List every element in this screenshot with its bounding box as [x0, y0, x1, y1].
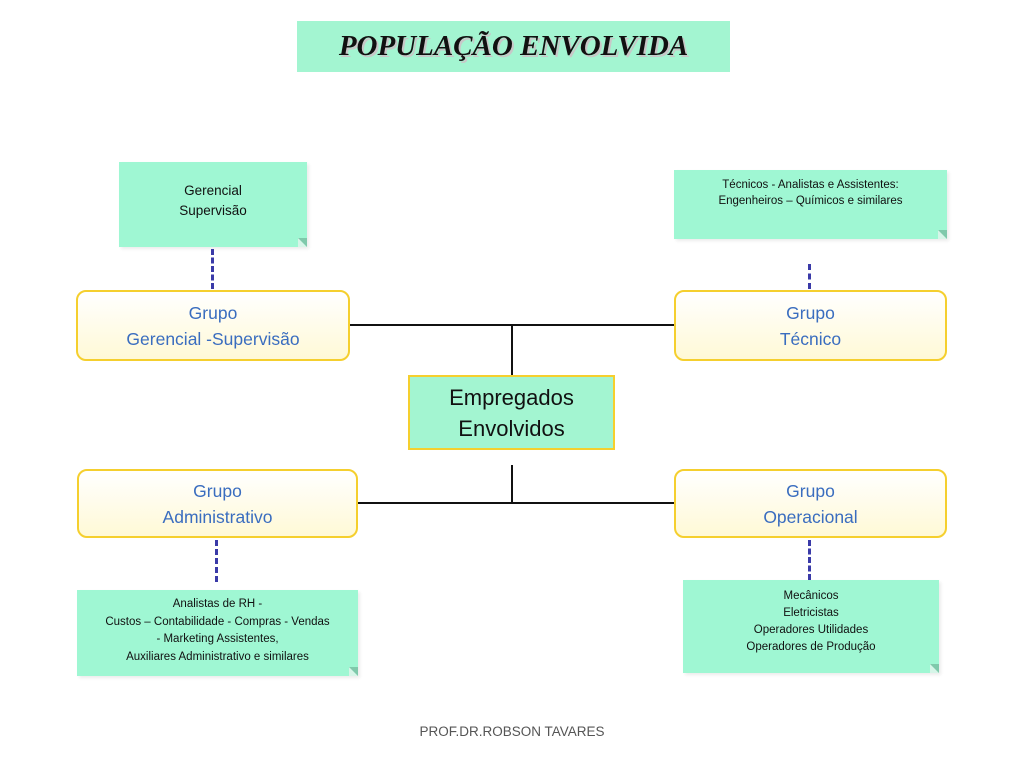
center-box-empregados: Empregados Envolvidos [408, 375, 615, 450]
connector-top-vertical [511, 325, 513, 375]
note-administrativo: Analistas de RH - Custos – Contabilidade… [77, 590, 358, 676]
group-operacional-line-2: Operacional [763, 506, 858, 527]
group-operacional-line-1: Grupo [786, 480, 835, 501]
group-tecnico-line-1: Grupo [786, 302, 835, 323]
folded-corner-icon [349, 667, 358, 676]
note-operacional-line-4: Operadores de Produção [746, 641, 876, 653]
connector-bottom-horizontal [358, 502, 674, 504]
group-administrativo-box: Grupo Administrativo [77, 469, 358, 538]
group-administrativo-line-1: Grupo [193, 480, 242, 501]
note-administrativo-line-3: - Marketing Assistentes, [156, 633, 279, 645]
dashed-connector-administrativo [215, 540, 218, 582]
note-operacional-line-1: Mecânicos [783, 590, 839, 602]
note-operacional: Mecânicos Eletricistas Operadores Utilid… [683, 580, 939, 673]
group-operacional-box: Grupo Operacional [674, 469, 947, 538]
note-administrativo-line-4: Auxiliares Administrativo e similares [126, 650, 309, 663]
center-line-1: Empregados [449, 384, 574, 410]
folded-corner-icon [930, 664, 939, 673]
page-title: POPULAÇÃO ENVOLVIDA [338, 30, 689, 62]
center-line-2: Envolvidos [458, 415, 565, 441]
dashed-connector-tecnico [808, 264, 811, 289]
note-tecnico-line-2: Engenheiros – Químicos e similares [718, 195, 903, 207]
note-tecnico: Técnicos - Analistas e Assistentes: Enge… [674, 170, 947, 239]
folded-corner-icon [938, 230, 947, 239]
folded-corner-icon [298, 238, 307, 247]
group-gerencial-box: Grupo Gerencial -Supervisão [76, 290, 350, 361]
group-gerencial-line-2: Gerencial -Supervisão [126, 328, 300, 349]
title-box: POPULAÇÃO ENVOLVIDA [297, 21, 730, 72]
group-gerencial-line-1: Grupo [188, 302, 238, 323]
connector-bottom-vertical [511, 465, 513, 503]
note-gerencial: Gerencial Supervisão [119, 162, 307, 247]
group-tecnico-line-2: Técnico [779, 328, 842, 349]
note-administrativo-line-2: Custos – Contabilidade - Compras - Venda… [105, 615, 330, 628]
note-operacional-line-2: Eletricistas [783, 607, 839, 619]
dashed-connector-operacional [808, 540, 811, 580]
note-gerencial-line-1: Gerencial [184, 183, 242, 198]
note-gerencial-line-2: Supervisão [179, 203, 247, 218]
footer-author: PROF.DR.ROBSON TAVARES [419, 724, 605, 739]
group-tecnico-box: Grupo Técnico [674, 290, 947, 361]
dashed-connector-gerencial [211, 249, 214, 289]
note-operacional-line-3: Operadores Utilidades [753, 624, 869, 636]
note-administrativo-line-1: Analistas de RH - [172, 598, 263, 610]
group-administrativo-line-2: Administrativo [162, 506, 273, 527]
note-tecnico-line-1: Técnicos - Analistas e Assistentes: [722, 179, 899, 191]
